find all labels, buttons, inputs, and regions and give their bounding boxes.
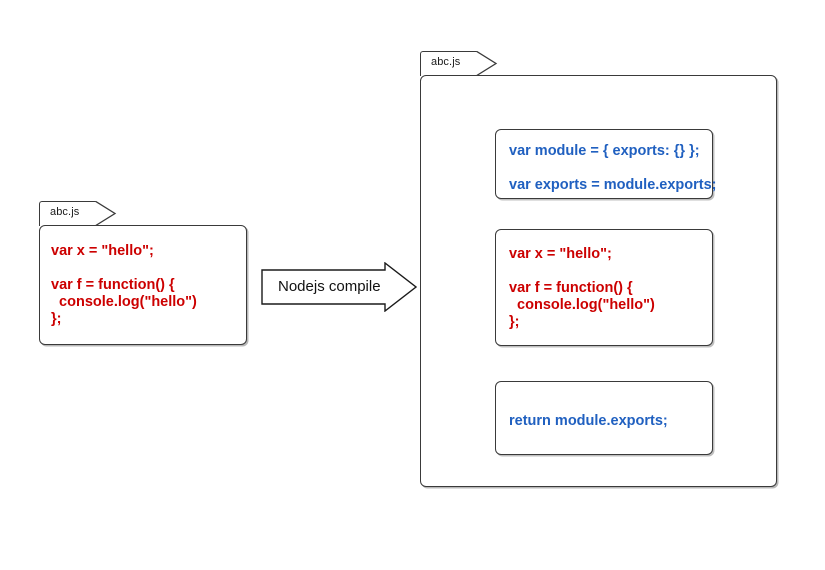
code-block-module-wrapper-header: var module = { exports: {} }; var export…: [495, 129, 717, 199]
code-block-text: return module.exports;: [509, 413, 668, 429]
tab-point-icon: [94, 200, 117, 227]
compiled-file-tab: abc.js: [420, 50, 498, 77]
source-file-tab: abc.js: [39, 200, 117, 227]
source-code-text: var x = "hello"; var f = function() { co…: [51, 243, 197, 327]
code-block-user-source: var x = "hello"; var f = function() { co…: [495, 229, 713, 346]
code-block-text: var module = { exports: {} }; var export…: [509, 143, 717, 193]
code-block-module-wrapper-footer: return module.exports;: [495, 381, 713, 455]
code-block-text: var x = "hello"; var f = function() { co…: [509, 246, 655, 330]
source-file-tab-label: abc.js: [50, 206, 80, 218]
block-arrow-right-icon: [261, 261, 418, 313]
compile-arrow: Nodejs compile: [261, 261, 418, 313]
compiled-file-body: var module = { exports: {} }; var export…: [420, 75, 777, 487]
source-file-body: var x = "hello"; var f = function() { co…: [39, 225, 247, 345]
tab-point-icon: [475, 50, 498, 77]
compile-arrow-label: Nodejs compile: [278, 278, 381, 295]
compiled-file-tab-label: abc.js: [431, 56, 461, 68]
